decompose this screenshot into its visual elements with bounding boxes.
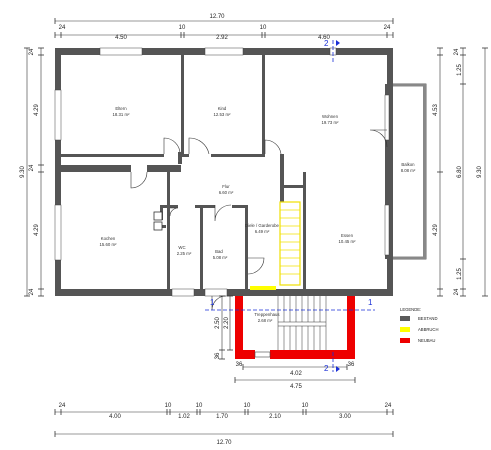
section-2-bottom-label: 2: [324, 364, 329, 373]
stair-left-wall-dim: 36: [236, 362, 243, 368]
stair-depth-dim: 2.50: [215, 317, 221, 329]
room-labels: Eltern 18.31 m² Kind 12.53 m² Wohnen 19.…: [100, 106, 416, 323]
top-dim-seg-0: 24: [59, 25, 66, 31]
top-dim-seg-2: 10: [179, 25, 186, 31]
section-1-right-label: 1: [368, 298, 373, 307]
room-diele-name: Diele / Garderobe: [245, 223, 280, 228]
room-wohnen-name: Wohnen: [322, 114, 339, 119]
right-outer-dim-2: 6.80: [457, 166, 463, 178]
room-wc-area: 2.25 m²: [177, 251, 192, 256]
room-treppenhaus-name: Treppenhaus: [254, 312, 279, 317]
bottom-dim-seg-0: 24: [59, 403, 66, 409]
bottom-dim-seg-2: 10: [165, 403, 172, 409]
room-kochen-area: 15.60 m²: [100, 242, 118, 247]
left-dim-seg-3: 4.29: [34, 224, 40, 236]
room-eltern-name: Eltern: [115, 106, 127, 111]
room-flur-area: 6.60 m²: [219, 190, 234, 195]
room-essen-area: 10.45 m²: [339, 239, 357, 244]
stair-bottom-wall-dim: 36: [215, 352, 221, 359]
bottom-dim-seg-4: 10: [196, 403, 203, 409]
bottom-dim-seg-6: 10: [244, 403, 251, 409]
room-treppenhaus-area: 2.68 m²: [258, 318, 273, 323]
room-wc-name: WC: [178, 245, 185, 250]
left-dimension-chain: 9.30 24 4.29 24 4.29 24: [20, 47, 44, 297]
stair-width-dim: 4.02: [290, 371, 302, 377]
room-bad-name: Bad: [215, 249, 223, 254]
legend-item-abbruch: ABBRUCH: [400, 327, 438, 332]
room-kind-area: 12.53 m²: [214, 112, 232, 117]
top-dim-seg-6: 24: [384, 25, 391, 31]
left-dim-seg-4: 24: [29, 288, 35, 295]
stair-treads: [277, 296, 327, 350]
room-eltern-area: 18.31 m²: [113, 112, 131, 117]
top-dim-seg-1: 4.50: [115, 35, 127, 41]
bottom-dim-seg-7: 2.10: [269, 414, 281, 420]
stair-depth2-dim: 2.20: [224, 317, 230, 329]
room-flur-name: Flur: [222, 184, 230, 189]
right-outer-dim-0: 24: [454, 48, 460, 55]
windows: [54, 47, 390, 297]
section-1-left-label: 1: [210, 298, 215, 307]
section-2-top-label: 2: [324, 39, 329, 48]
legend-item-bestand: BESTAND: [400, 316, 437, 321]
right-outer-dim-4: 24: [454, 288, 460, 295]
stair-right-wall-dim: 36: [348, 362, 355, 368]
room-essen-name: Essen: [341, 233, 354, 238]
right-outer-dim-1: 1.25: [457, 64, 463, 76]
legend-swatch-abbruch: [400, 327, 410, 332]
right-inner-dim-0: 4.53: [433, 104, 439, 116]
top-dim-seg-3: 2.92: [216, 35, 228, 41]
top-dim-seg-4: 10: [260, 25, 267, 31]
legend-label-neubau: NEUBAU: [418, 338, 435, 343]
left-dim-seg-0: 24: [29, 48, 35, 55]
top-dim-seg-5: 4.60: [318, 35, 330, 41]
bottom-dim-seg-3: 1.02: [178, 414, 190, 420]
bottom-dim-seg-5: 1.70: [216, 414, 228, 420]
room-kochen-name: Kochen: [101, 236, 116, 241]
left-total-dim: 9.30: [20, 166, 26, 178]
bottom-dimension-chain: 24 4.00 10 1.02 10 1.70 10 2.10 10 3.00 …: [54, 403, 394, 446]
inner-stair-demolition: [250, 201, 301, 290]
stair-outer-dim: 4.75: [290, 384, 302, 390]
stair-dimensions: 4.02 4.75 36 36 2.50 36 2.20: [215, 295, 356, 390]
legend-label-abbruch: ABBRUCH: [418, 327, 438, 332]
right-outer-dim-3: 1.25: [457, 268, 463, 280]
shafts: [153, 152, 182, 231]
legend-label-bestand: BESTAND: [418, 316, 437, 321]
legend-item-neubau: NEUBAU: [400, 338, 435, 343]
top-total-dim: 12.70: [209, 14, 225, 20]
bottom-dim-seg-8: 10: [302, 403, 309, 409]
room-diele-area: 6.49 m²: [255, 229, 270, 234]
left-dim-seg-2: 24: [29, 164, 35, 171]
new-staircase: [235, 296, 355, 359]
room-kind-name: Kind: [218, 106, 227, 111]
room-bad-area: 5.08 m²: [213, 255, 228, 260]
top-dimension-chain: 12.70 24 4.50 10 2.92 10 4.60 24: [54, 14, 394, 41]
legend-swatch-bestand: [400, 316, 410, 321]
bottom-total-dim: 12.70: [216, 440, 232, 446]
section-markers: 2 2 1 1: [205, 39, 375, 373]
room-wohnen-area: 19.73 m²: [322, 120, 340, 125]
right-inner-dim-1: 4.29: [433, 224, 439, 236]
legend: LEGENDE: BESTAND ABBRUCH NEUBAU: [400, 307, 438, 343]
balcony: [388, 83, 427, 260]
bottom-dim-seg-9: 3.00: [339, 414, 351, 420]
right-total-dim: 9.30: [477, 166, 483, 178]
legend-swatch-neubau: [400, 338, 410, 343]
room-balkon-name: Balkon: [401, 162, 415, 167]
room-balkon-area: 8.08 m²: [401, 168, 416, 173]
bottom-dim-seg-10: 24: [385, 403, 392, 409]
bottom-dim-seg-1: 4.00: [109, 414, 121, 420]
right-dimension-chain: 4.53 4.29 24 1.25 6.80 1.25 24 9.30: [433, 47, 488, 297]
left-dim-seg-1: 4.29: [34, 104, 40, 116]
legend-title: LEGENDE:: [400, 307, 421, 312]
